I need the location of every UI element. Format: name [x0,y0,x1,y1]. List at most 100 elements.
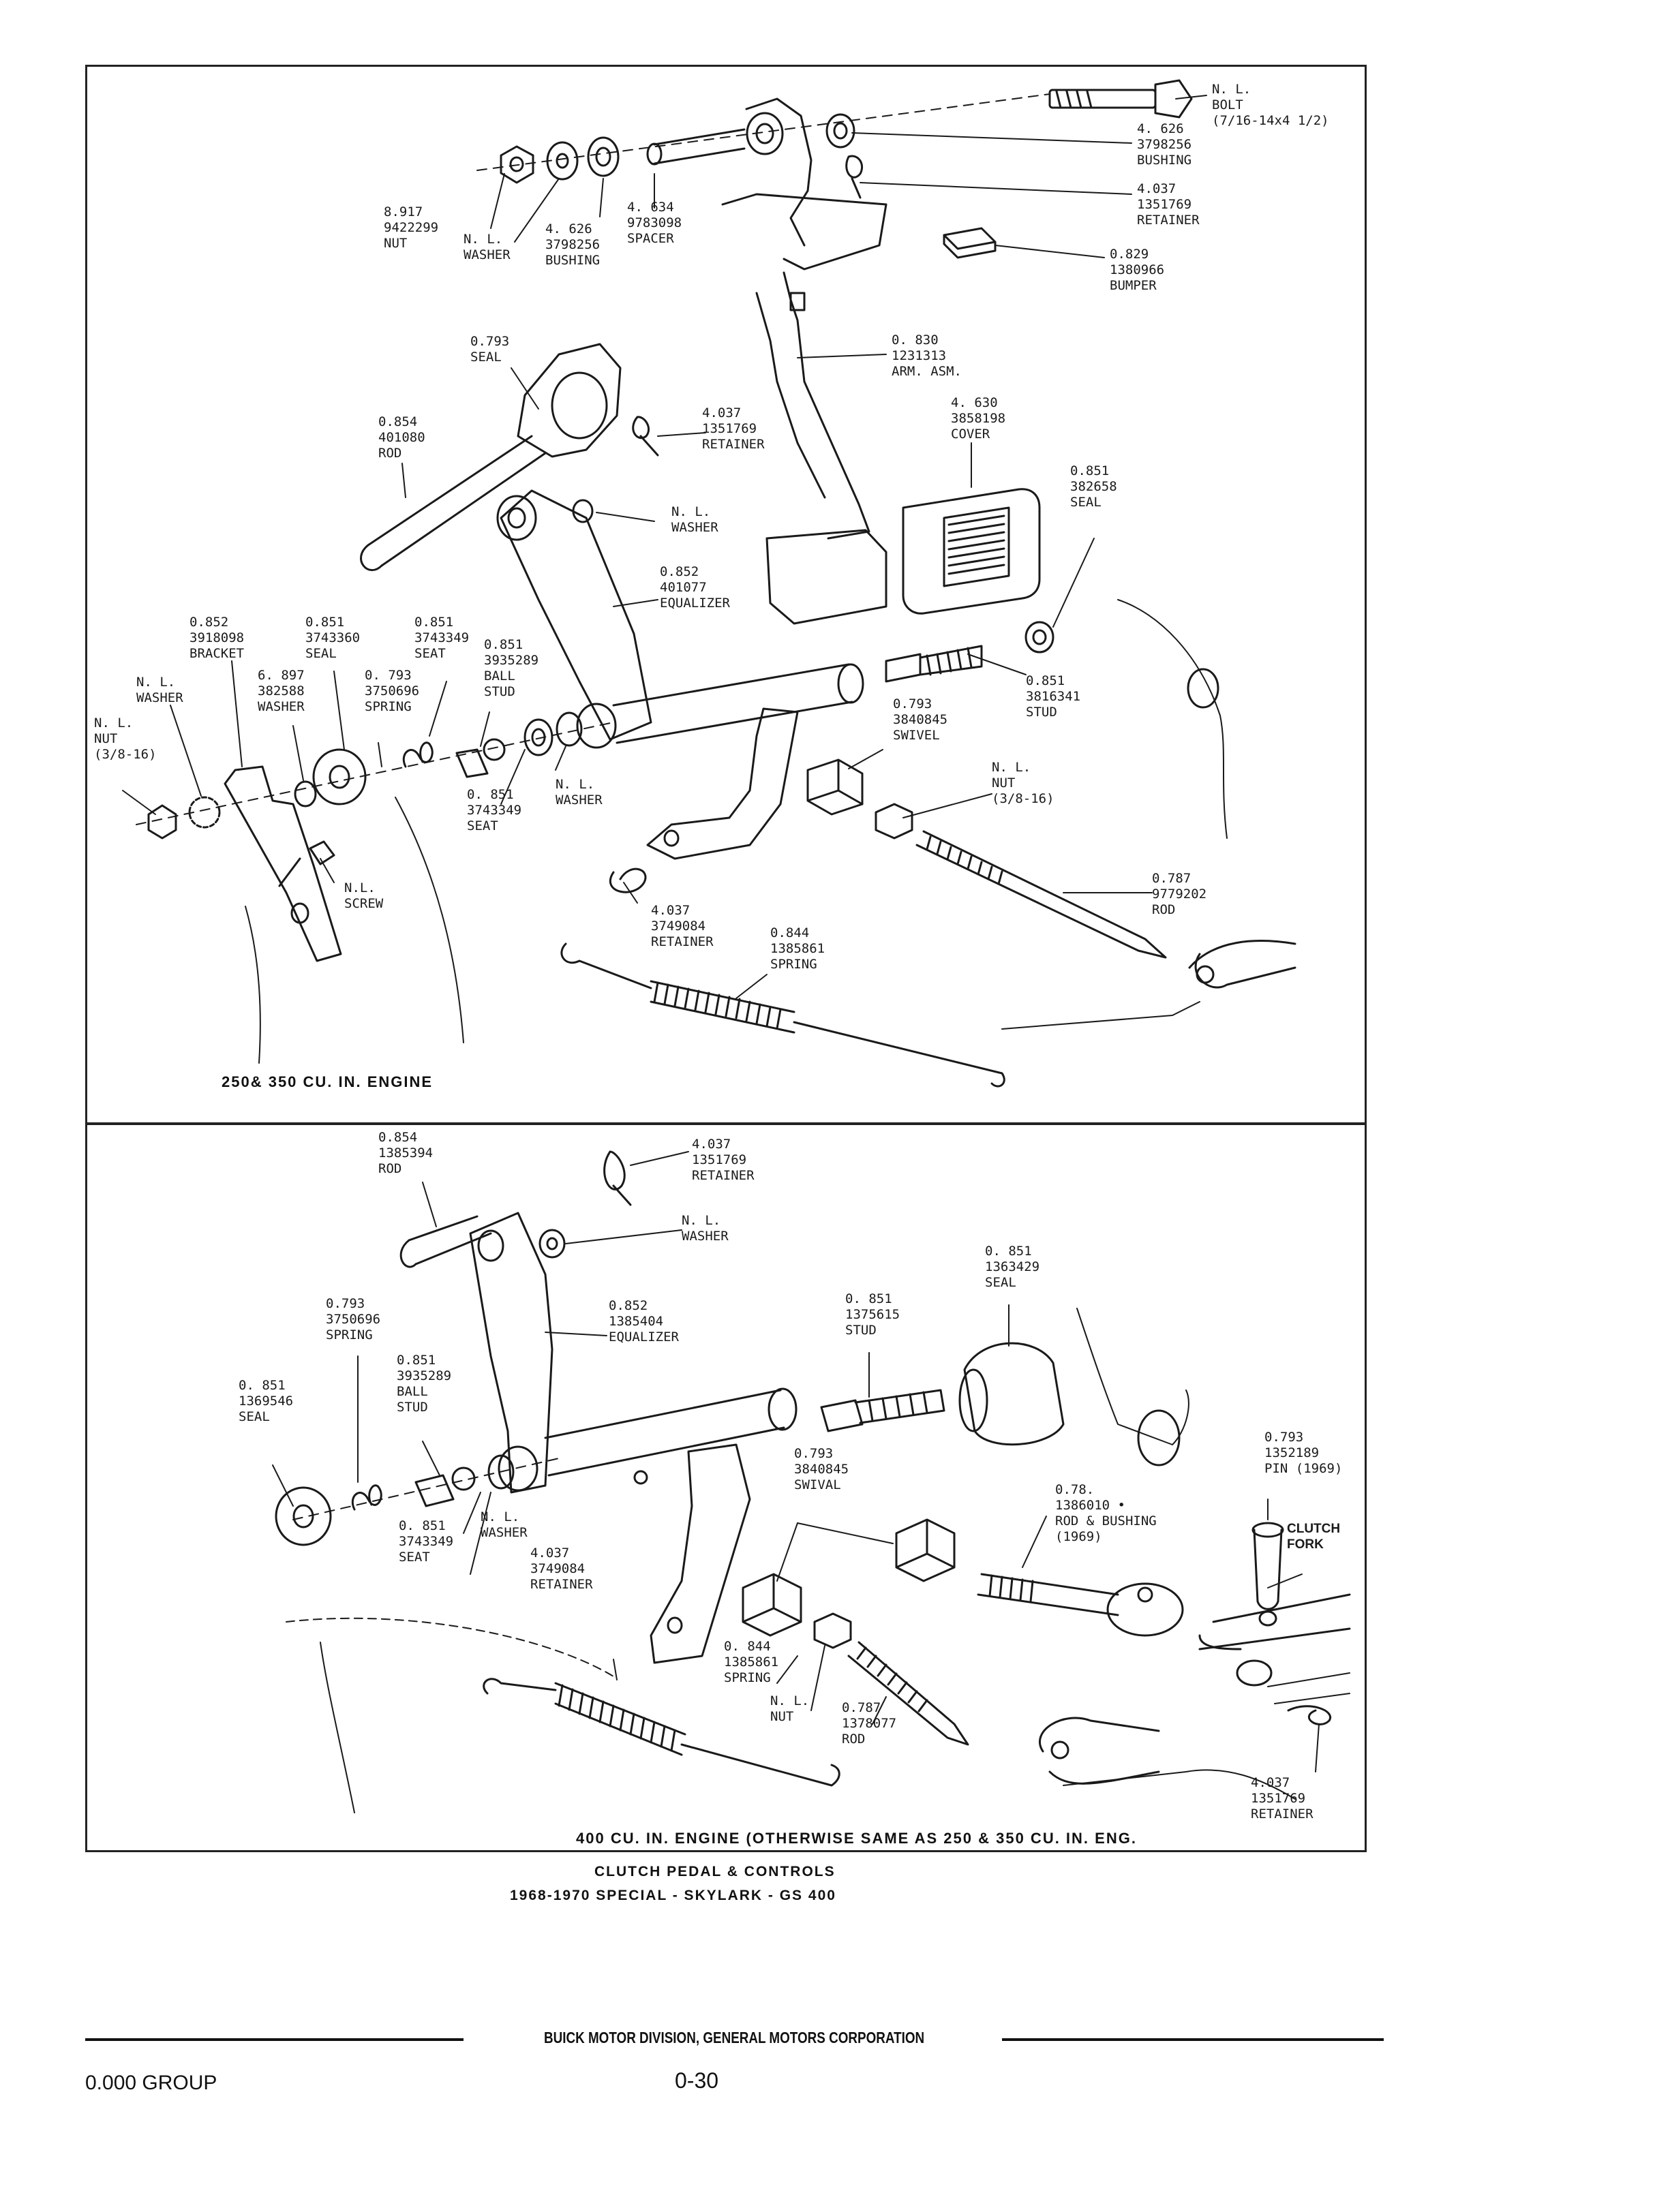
nut-right-part [875,803,913,840]
bumper-part [943,227,997,259]
bottom-leader-lines [272,1151,1320,1772]
label-bumper: 0.829 1380966 BUMPER [1110,247,1165,293]
washer-6897-part [294,780,317,808]
swivel-b-lower [742,1573,802,1637]
cross-shaft-b [544,1387,798,1485]
bushing-top-part [587,136,620,177]
label-stud-b: 0. 851 1375615 STUD [845,1291,900,1338]
label-bolt: N. L. BOLT (7/16-14x4 1/2) [1212,82,1329,128]
arm-asm-part [721,97,887,540]
nut-b-part [813,1612,852,1649]
top-panel-caption: 250& 350 CU. IN. ENGINE [222,1073,434,1090]
label-washer-low: N. L. WASHER [556,777,603,808]
label-nut-left: N. L. NUT (3/8-16) [94,716,157,762]
washer-b-top-part [538,1229,566,1259]
label-swivel-top: 0.793 3840845 SWIVEL [893,696,948,743]
label-seat-top: 0.851 3743349 SEAT [414,615,470,661]
label-spring-top: 0. 793 3750696 SPRING [365,668,420,714]
footer-rule-right [1002,2038,1384,2041]
label-spring-low: 0.844 1385861 SPRING [770,925,825,972]
label-arm-asm: 0. 830 1231313 ARM. ASM. [892,333,962,379]
lever-b [650,1443,751,1664]
washer-low-part [556,711,583,747]
label-seal-right: 0.851 382658 SEAL [1070,463,1117,510]
seal-b-right-part [963,1342,1065,1446]
diagram-title: CLUTCH PEDAL & CONTROLS [594,1864,836,1879]
label-seal-b-left: 0. 851 1369546 SEAL [239,1378,294,1424]
bottom-panel-frame [85,1123,1367,1852]
label-nut-b: N. L. NUT [770,1693,810,1724]
label-seal-top: 0.793 SEAL [470,334,510,365]
label-equalizer-top: 0.852 401077 EQUALIZER [660,564,730,611]
label-clutch-fork: CLUTCH FORK [1287,1522,1341,1552]
label-seal-b-right: 0. 851 1363429 SEAL [985,1244,1040,1290]
stud-b-part [820,1389,945,1432]
rod-top-part [367,435,547,567]
seat-b-part [487,1454,515,1490]
rod-bushing-part [977,1573,1184,1637]
label-cover: 4. 630 3858198 COVER [951,395,1006,442]
clutch-fork-part [1198,1593,1351,1650]
footer-page-number: 0-30 [675,2068,719,2093]
swival-b-part [895,1518,956,1582]
diagram-subtitle: 1968-1970 SPECIAL - SKYLARK - GS 400 [510,1888,836,1903]
label-rod-bushing: 0.78. 1386010 • ROD & BUSHING (1969) [1055,1482,1157,1544]
bushing-right-part [825,113,855,149]
bolt-part [1048,79,1193,119]
label-retainer-mid: 4.037 1351769 RETAINER [702,405,765,452]
label-bushing-top: 4. 626 3798256 BUSHING [545,221,601,268]
spring-b-part [351,1484,382,1511]
retainer-top-right-part [845,155,864,199]
spring-b-low-part [483,1678,840,1787]
pin-part [1251,1522,1284,1610]
label-rod-top: 0.854 401080 ROD [378,414,425,461]
label-retainer-b-mid: 4.037 3749084 RETAINER [530,1546,593,1592]
top-leader-lines [122,95,1207,999]
label-seat-low: 0. 851 3743349 SEAT [467,787,522,833]
label-ball-stud-b: 0.851 3935289 BALL STUD [397,1353,452,1415]
label-stud-right: 0.851 3816341 STUD [1026,673,1081,720]
label-spring-b-low: 0. 844 1385861 SPRING [724,1639,779,1685]
retainer-b-low-part [1287,1705,1332,1725]
label-retainer-top-right: 4.037 1351769 RETAINER [1137,181,1200,228]
label-washer-mid: N. L. WASHER [671,504,718,535]
cover-part [902,488,1041,615]
label-seal-left: 0.851 3743360 SEAL [305,615,361,661]
spacer-part [646,128,746,166]
rod-b-low-part [847,1641,969,1746]
arm-hub [746,112,784,155]
label-retainer-b-top: 4.037 1351769 RETAINER [692,1137,755,1183]
label-washer-b-top: N. L. WASHER [682,1213,729,1244]
lower-lever [646,707,799,860]
label-swival-b: 0.793 3840845 SWIVAL [794,1446,849,1492]
label-rod-b: 0.854 1385394 ROD [378,1130,434,1176]
label-washer-b-mid: N. L. WASHER [481,1509,528,1540]
swivel-top-part [806,758,864,816]
pedal-pad [765,529,887,625]
label-spacer: 4. 634 9783098 SPACER [627,200,682,246]
bottom-panel-drawing [275,1150,1351,1813]
label-rod-b-low: 0.787 1378077 ROD [842,1700,897,1747]
label-retainer-low: 4.037 3749084 RETAINER [651,903,714,949]
label-spring-b: 0.793 3750696 SPRING [326,1296,381,1342]
footer-division: BUICK MOTOR DIVISION, GENERAL MOTORS COR… [544,2029,925,2046]
label-nut-right: N. L. NUT (3/8-16) [992,760,1054,806]
clutch-fork-end-b [1038,1717,1160,1785]
spring-top-part [402,741,434,768]
bottom-panel-caption: 400 CU. IN. ENGINE (OTHERWISE SAME AS 25… [576,1830,1137,1847]
firewall-bracket [517,343,622,458]
screw-part [278,840,335,887]
label-equalizer-b: 0.852 1385404 EQUALIZER [609,1298,679,1345]
top-panel-drawing [136,79,1296,1088]
equalizer-b-part [469,1212,553,1494]
spring-low-part [560,942,1005,1088]
footer-rule-left [85,2038,464,2041]
retainer-mid-part [632,416,659,457]
label-screw: N.L. SCREW [344,880,384,911]
label-washer-top: N. L. WASHER [464,232,511,262]
washer-mid-part [572,499,594,523]
label-washer-6897: 6. 897 382588 WASHER [258,668,305,714]
label-ball-stud-top: 0.851 3935289 BALL STUD [484,637,539,699]
label-nut-top: 8.917 9422299 NUT [384,204,439,251]
